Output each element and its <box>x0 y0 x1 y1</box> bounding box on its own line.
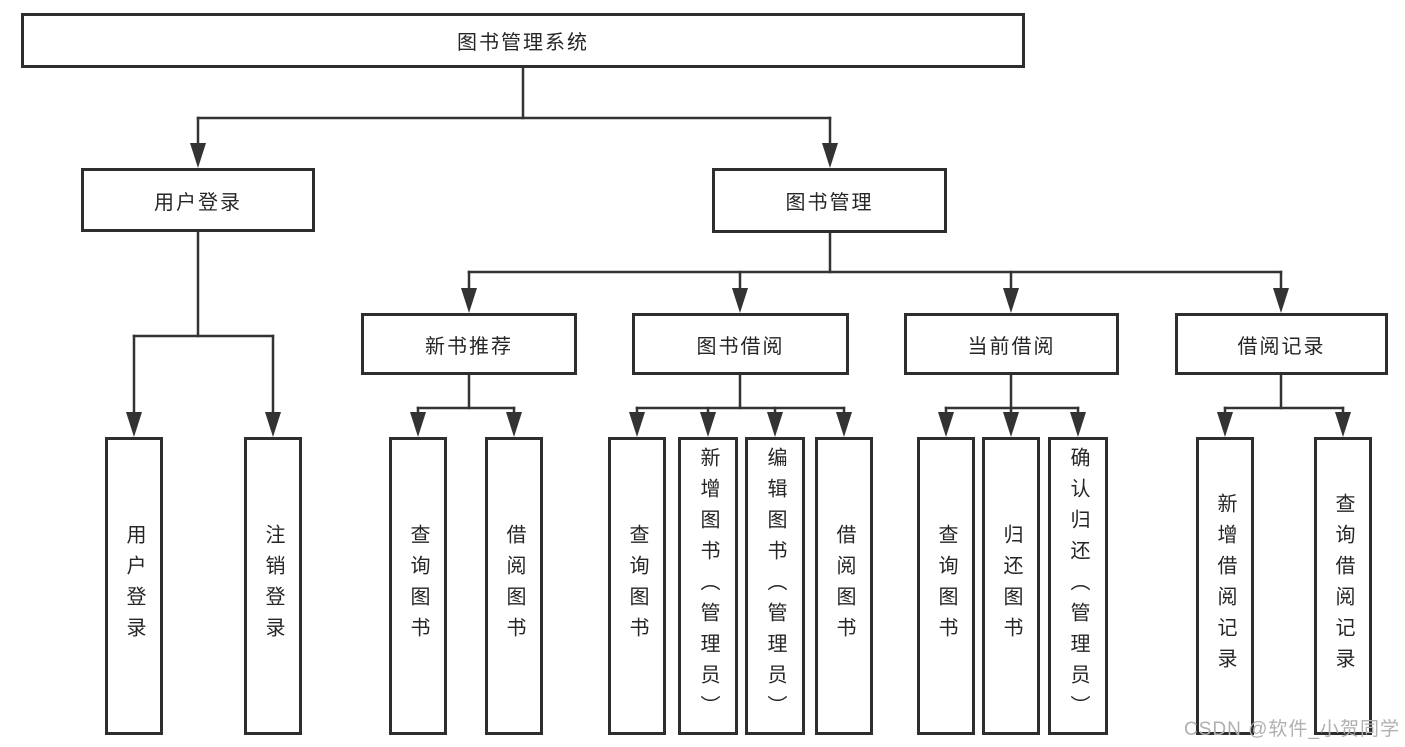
node-label: 当前借阅 <box>967 335 1056 358</box>
node-label: 新增借阅记录 <box>1214 493 1236 679</box>
node-label: 编辑图书（管理员） <box>764 446 786 726</box>
node-new-book-recommend: 新书推荐 <box>361 313 577 375</box>
leaf-recommend-borrow-books: 借阅图书 <box>485 437 543 735</box>
watermark: CSDN @软件_小贺同学 <box>1184 719 1400 740</box>
node-label: 确认归还（管理员） <box>1067 446 1089 726</box>
leaf-current-query-books: 查询图书 <box>917 437 975 735</box>
leaf-records-query-record: 查询借阅记录 <box>1314 437 1372 735</box>
leaf-borrowing-add-books-admin: 新增图书（管理员） <box>678 437 738 735</box>
node-label: 用户登录 <box>123 524 145 648</box>
node-label: 借阅记录 <box>1237 335 1326 358</box>
leaf-current-return-books: 归还图书 <box>982 437 1040 735</box>
node-label: 用户登录 <box>154 191 242 214</box>
leaf-recommend-query-books: 查询图书 <box>389 437 447 735</box>
node-label: 归还图书 <box>1000 524 1022 648</box>
node-library-system: 图书管理系统 <box>21 13 1025 68</box>
node-label: 查询借阅记录 <box>1332 493 1354 679</box>
node-borrowing-records: 借阅记录 <box>1175 313 1388 375</box>
leaf-borrowing-query-books: 查询图书 <box>608 437 666 735</box>
node-label: 图书管理 <box>785 192 874 214</box>
leaf-borrowing-edit-books-admin: 编辑图书（管理员） <box>745 437 805 735</box>
node-label: 图书管理系统 <box>457 32 589 54</box>
node-label: 注销登录 <box>262 524 284 648</box>
leaf-logout: 注销登录 <box>244 437 302 735</box>
node-book-management: 图书管理 <box>712 168 947 233</box>
node-label: 新增图书（管理员） <box>697 446 719 726</box>
leaf-borrowing-borrow-books: 借阅图书 <box>815 437 873 735</box>
node-label: 查询图书 <box>935 524 957 648</box>
node-label: 借阅图书 <box>833 524 855 648</box>
node-user-login: 用户登录 <box>81 168 315 232</box>
node-book-borrowing: 图书借阅 <box>632 313 849 375</box>
node-label: 图书借阅 <box>696 335 785 358</box>
node-label: 查询图书 <box>626 524 648 648</box>
leaf-user-login: 用户登录 <box>105 437 163 735</box>
leaf-records-add-record: 新增借阅记录 <box>1196 437 1254 735</box>
node-current-borrowing: 当前借阅 <box>904 313 1119 375</box>
leaf-current-confirm-return-admin: 确认归还（管理员） <box>1048 437 1108 735</box>
node-label: 查询图书 <box>407 524 429 648</box>
node-label: 新书推荐 <box>425 335 513 358</box>
node-label: 借阅图书 <box>503 524 525 648</box>
